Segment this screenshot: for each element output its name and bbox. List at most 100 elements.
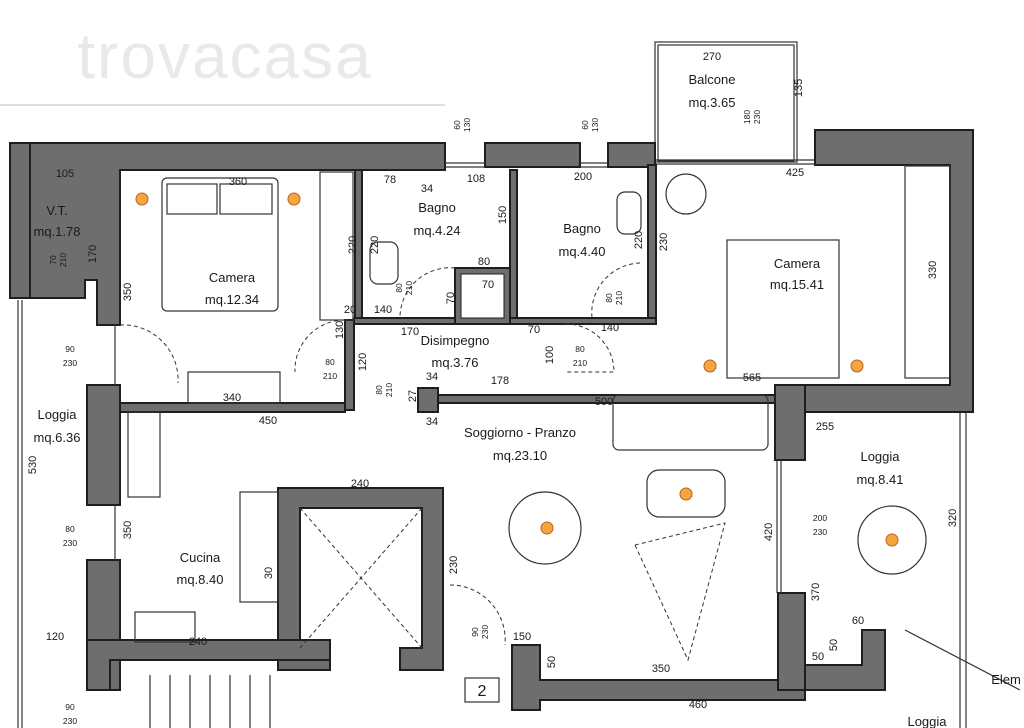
balcony-outline-inner: [657, 44, 795, 162]
dimension: 34: [421, 183, 433, 195]
dimension: 170: [401, 326, 419, 338]
dimension: 34: [426, 371, 438, 383]
dimension: 340: [223, 392, 241, 404]
svg-text:230: 230: [480, 625, 490, 639]
dimension: 70: [445, 292, 457, 304]
elevator-shaft-icon: [299, 507, 423, 649]
svg-text:210: 210: [58, 253, 68, 267]
dimension: 108: [467, 173, 485, 185]
stove-icon: [239, 491, 279, 603]
sofa-icon: [612, 394, 769, 451]
dimension: 350: [122, 521, 134, 539]
room-name: Disimpegno: [421, 333, 490, 348]
walls: [9, 129, 974, 711]
dimension: 360: [229, 176, 247, 188]
svg-text:130: 130: [590, 118, 600, 132]
svg-text:230: 230: [63, 538, 77, 548]
dimension: 130: [334, 321, 346, 339]
dimension: 270: [703, 51, 721, 63]
svg-text:230: 230: [752, 110, 762, 124]
dimension: 178: [491, 375, 509, 387]
bed-icon: [726, 239, 840, 379]
room-name: Soggiorno - Pranzo: [464, 425, 576, 440]
svg-text:200: 200: [813, 513, 827, 523]
dimension: 370: [810, 583, 822, 601]
room-area: mq.4.40: [559, 244, 606, 259]
dining-table-icon: [508, 491, 582, 565]
svg-text:180: 180: [742, 110, 752, 124]
svg-text:130: 130: [462, 118, 472, 132]
svg-text:90: 90: [65, 344, 75, 354]
dimension: 460: [689, 699, 707, 711]
room-area: mq.8.40: [177, 572, 224, 587]
dimension: 240: [351, 478, 369, 490]
room-area: mq.8.41: [857, 472, 904, 487]
dimension: 50: [812, 651, 824, 663]
svg-text:230: 230: [813, 527, 827, 537]
table-icon: [857, 505, 927, 575]
wardrobe-icon: [904, 165, 951, 379]
room-name: Bagno: [418, 200, 456, 215]
dimension: 105: [56, 168, 74, 180]
dimension: 70: [482, 279, 494, 291]
dimension: 150: [513, 631, 531, 643]
svg-text:80: 80: [325, 357, 335, 367]
room-name: Loggia: [907, 714, 947, 728]
dimension: 220: [369, 236, 381, 254]
bed-icon: [161, 177, 279, 312]
dimension: 170: [87, 245, 99, 263]
room-area: mq.1.78: [34, 224, 81, 239]
svg-text:90: 90: [65, 702, 75, 712]
svg-text:210: 210: [384, 383, 394, 397]
dimension: 230: [658, 233, 670, 251]
element-leader-line: [904, 629, 1021, 691]
svg-text:80: 80: [604, 293, 614, 303]
svg-text:210: 210: [614, 291, 624, 305]
dimension: 530: [27, 456, 39, 474]
washbasin-icon: [369, 241, 399, 285]
element-label: Elem: [991, 672, 1021, 687]
dimension: 450: [259, 415, 277, 427]
ceiling-light-icons: [135, 192, 899, 547]
armchair-icon: [665, 173, 707, 215]
dimension-labels: 270 135 425 105 360 78 34 108 200 170 35…: [27, 51, 959, 711]
room-name: Loggia: [860, 449, 900, 464]
dimension: 80: [478, 256, 490, 268]
dimension: 50: [828, 639, 840, 651]
dimension: 78: [384, 174, 396, 186]
svg-text:80: 80: [394, 283, 404, 293]
watermark: trovacasa: [77, 20, 372, 92]
dimension: 565: [743, 372, 761, 384]
room-name: V.T.: [46, 203, 67, 218]
washbasin-icon: [616, 191, 642, 235]
room-labels: V.T. mq.1.78 Camera mq.12.34 Bagno mq.4.…: [34, 72, 1021, 728]
room-name: Balcone: [689, 72, 736, 87]
room-area: mq.3.65: [689, 95, 736, 110]
dimension: 425: [786, 167, 804, 179]
dimension: 70: [528, 324, 540, 336]
room-area: mq.6.36: [34, 430, 81, 445]
stairs-icon: [149, 675, 271, 728]
dimension: 350: [652, 663, 670, 675]
dimension: 27: [407, 390, 419, 402]
dimension: 140: [374, 304, 392, 316]
dimension: 500: [595, 396, 613, 408]
svg-text:210: 210: [573, 358, 587, 368]
dimension: 230: [448, 556, 460, 574]
svg-text:230: 230: [63, 358, 77, 368]
stair-number: 2: [478, 683, 487, 700]
svg-text:80: 80: [65, 524, 75, 534]
balcony-outline: [654, 41, 798, 163]
svg-text:210: 210: [404, 281, 414, 295]
dimension: 50: [546, 656, 558, 668]
room-name: Camera: [774, 256, 821, 271]
